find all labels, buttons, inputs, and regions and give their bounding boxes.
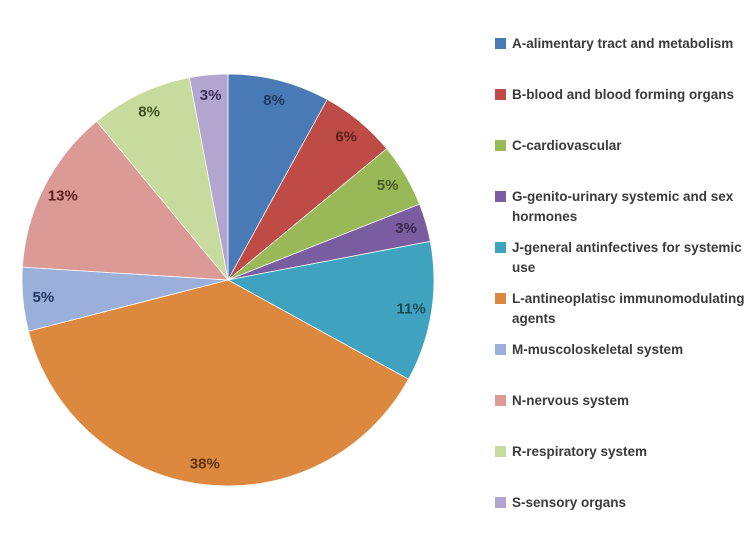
pie-slice-r bbox=[96, 77, 229, 281]
legend-item-c: C-cardiovascular bbox=[495, 136, 750, 156]
pie-slice-label-l: 38% bbox=[190, 455, 220, 472]
pie-slice-label-c: 5% bbox=[377, 177, 399, 194]
legend-label-s: S-sensory organs bbox=[512, 495, 627, 510]
pie-slice-label-a: 8% bbox=[263, 92, 285, 109]
legend-item-b: B-blood and blood forming organs bbox=[495, 85, 750, 105]
legend-item-m: M-muscoloskeletal system bbox=[495, 340, 750, 360]
legend-item-j: J-general antinfectives for systemic use bbox=[495, 238, 750, 278]
pie-slice-label-j: 11% bbox=[396, 301, 425, 318]
legend-swatch-s bbox=[495, 497, 506, 508]
pie-slice-label-m: 5% bbox=[33, 289, 55, 306]
pie-chart: 8% 6% 5% 3% 11% 38% 5% 13% 8% 3% bbox=[21, 73, 435, 487]
legend-swatch-l bbox=[495, 293, 506, 304]
pie-slice-label-s: 3% bbox=[200, 87, 222, 104]
legend-swatch-n bbox=[495, 395, 506, 406]
legend-item-g: G-genito-urinary systemic and sex hormon… bbox=[495, 187, 750, 227]
pie-slice-l bbox=[28, 279, 410, 487]
legend-swatch-c bbox=[495, 140, 506, 151]
pie-slice-j bbox=[226, 240, 435, 380]
legend-swatch-m bbox=[495, 344, 506, 355]
legend-label-b: B-blood and blood forming organs bbox=[512, 87, 734, 102]
legend-item-a: A-alimentary tract and metabolism bbox=[495, 34, 750, 54]
legend-label-r: R-respiratory system bbox=[512, 444, 648, 459]
legend-item-n: N-nervous system bbox=[495, 391, 750, 411]
legend-label-j: J-general antinfectives for systemic use bbox=[512, 240, 742, 275]
legend-label-c: C-cardiovascular bbox=[512, 138, 622, 153]
pie-slice-n bbox=[22, 120, 229, 281]
legend-label-g: G-genito-urinary systemic and sex hormon… bbox=[512, 189, 734, 224]
pie-slice-a bbox=[227, 73, 328, 281]
legend-item-s: S-sensory organs bbox=[495, 493, 750, 513]
legend-swatch-r bbox=[495, 446, 506, 457]
legend-item-l: L-antineoplatisc immunomodulating agents bbox=[495, 289, 750, 329]
pie-slice-label-n: 13% bbox=[48, 187, 78, 204]
pie-slice-s bbox=[188, 73, 229, 281]
legend-label-n: N-nervous system bbox=[512, 393, 630, 408]
legend-swatch-j bbox=[495, 242, 506, 253]
legend-label-a: A-alimentary tract and metabolism bbox=[512, 36, 734, 51]
legend-label-m: M-muscoloskeletal system bbox=[512, 342, 684, 357]
pie-slice-label-b: 6% bbox=[335, 129, 357, 146]
legend-label-l: L-antineoplatisc immunomodulating agents bbox=[512, 291, 745, 326]
legend-swatch-b bbox=[495, 89, 506, 100]
pie-slice-label-g: 3% bbox=[395, 220, 417, 237]
legend-swatch-a bbox=[495, 38, 506, 49]
legend-swatch-g bbox=[495, 191, 506, 202]
legend-item-r: R-respiratory system bbox=[495, 442, 750, 462]
pie-slice-label-r: 8% bbox=[138, 104, 160, 121]
